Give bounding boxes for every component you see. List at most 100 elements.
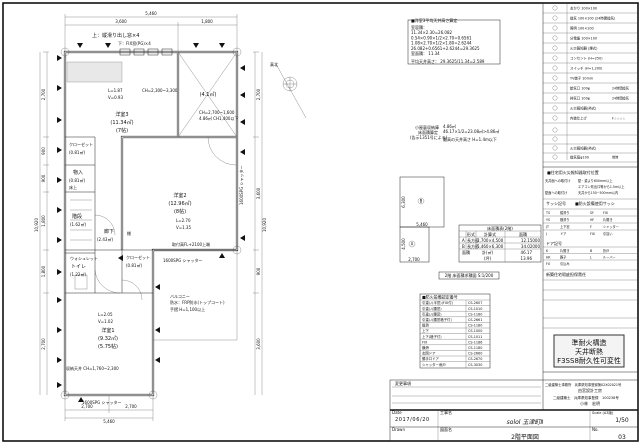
elevation-marker-icon xyxy=(193,43,199,48)
elevation-marker-icon xyxy=(57,147,62,153)
window-symbols xyxy=(60,47,242,400)
column-grid-circle-icon xyxy=(60,47,70,57)
note-loft-west: 収納天井 CH=1,760~2,300 xyxy=(66,365,119,371)
room-storage-top-area: (4.1㎡) xyxy=(200,91,217,98)
project-label: 工事名 xyxy=(440,409,452,415)
warranty-title: 新築住宅瑕疵担保責任 xyxy=(546,271,586,277)
fire-row-code: CS-1011 xyxy=(468,335,482,339)
sash-code: FIX xyxy=(590,232,596,236)
legend-symbol-icon xyxy=(552,154,558,160)
elevation-marker-icon xyxy=(57,177,62,183)
legend-row-label: 火災報知器 (煙式) xyxy=(570,46,598,51)
legend-symbol-icon xyxy=(552,15,558,21)
dim-left-segment: 900 xyxy=(41,174,46,182)
ceiling-note-box xyxy=(407,19,501,65)
door-code: HK xyxy=(546,256,551,260)
legend-symbol-icon xyxy=(552,25,558,31)
elevation-marker-icon xyxy=(78,397,84,402)
door-name: 親子 xyxy=(560,255,567,260)
area-total-sqm-label: 計(㎡) xyxy=(482,249,494,255)
elevation-marker-icon xyxy=(219,253,225,258)
room-closet2-area: (0.81㎡) xyxy=(126,262,142,268)
door-code: L xyxy=(590,256,592,260)
elevation-marker-icon xyxy=(240,149,245,155)
sash-code: F xyxy=(590,225,592,229)
architect-office-name: 由宮設計工房 xyxy=(578,387,602,393)
note-shutter2: 1600SPG シャッター xyxy=(82,399,122,405)
area-table-header-calc: 計算式 xyxy=(484,231,496,237)
elevation-marker-icon xyxy=(240,235,245,241)
fire-row-code: CS-1186 xyxy=(468,340,482,344)
room-western1-name: 洋室1 xyxy=(101,327,114,334)
stamp-line2: 天井断熱 xyxy=(575,347,603,356)
room-storage-top-note: 4.86㎡ CH1,400以下 xyxy=(199,115,238,121)
elevation-marker-icon xyxy=(240,92,245,98)
room-closet1-name: クローゼット xyxy=(69,141,93,147)
area-total-label: 面積 xyxy=(462,249,470,255)
dim-left-segment: 2,700 xyxy=(41,88,46,100)
legend-row-note: 24時間換気 xyxy=(612,86,630,91)
area-row-b-type: 長方形 xyxy=(467,243,479,249)
fire-alarm-rule: エアコン吹出口等から1.5m以上 xyxy=(578,184,625,189)
architect-license: 二級建築士 兵庫県知事登録 100238号 xyxy=(553,395,619,400)
legend-symbol-icon xyxy=(552,5,558,11)
room-stairs-area: (1.62㎡) xyxy=(70,221,86,227)
area-diagram: B A 6,300 5,460 4,500 2,700 xyxy=(399,176,445,263)
column-grid-circle-icon xyxy=(232,47,242,57)
exterior-walls xyxy=(63,50,239,397)
north-compass: 真北 xyxy=(270,61,307,119)
note-sash-height: 取付高FL+2100上端 xyxy=(172,241,210,247)
door-code: B xyxy=(590,249,592,253)
fire-table-rows: 引違い(半窓)(FIX付)CS-2607引違い(腰窓)CS-1010引違い(腰窓… xyxy=(420,299,490,368)
ceiling-note-line: 室面積： 11.34 xyxy=(411,50,440,56)
elevation-marker-icon xyxy=(57,382,62,388)
legend-symbol-icon xyxy=(552,95,558,101)
area-table-header-area: 面積 xyxy=(519,231,527,237)
note-shutter1: 1600SPG シャッター xyxy=(163,257,203,263)
fire-row-name: 引違い(腰窓) xyxy=(422,311,442,316)
title-block xyxy=(389,379,639,442)
elevation-marker-icon xyxy=(240,119,245,125)
sash-code: J xyxy=(545,232,547,236)
legend-symbol-icon xyxy=(552,45,558,51)
dim-top-left: 3,600 xyxy=(115,19,127,24)
door-name: 引込み xyxy=(560,261,570,266)
column-grid-circle-icon xyxy=(148,390,158,400)
fire-row-code: CS-2670 xyxy=(468,357,482,361)
dim-bottom-right: 2,700 xyxy=(125,404,137,409)
room-hall-name: 廊下 xyxy=(104,228,114,235)
elevation-marker-icon xyxy=(118,255,123,261)
changes-label: 変更事項 xyxy=(395,380,411,386)
sash-code: SF xyxy=(590,211,594,215)
area-table-header-type: 形式 xyxy=(467,231,475,237)
fire-alarm-title: ■住宅用火災報知器取付位置 xyxy=(547,169,599,175)
room-hall-area: (2.43㎡) xyxy=(97,236,113,242)
elevation-marker-icon xyxy=(57,207,62,213)
fire-row-code: CS-1180 xyxy=(468,312,482,316)
elevation-marker-icon xyxy=(219,43,225,48)
interior-walls xyxy=(65,51,238,341)
sash-name: FIX xyxy=(603,211,609,215)
area-row-a-area: 12.15000 xyxy=(521,238,541,243)
area-a-height: 4,500 xyxy=(401,238,406,250)
sash-code: JT xyxy=(545,225,549,229)
fire-row-name: シャッター雨戸 xyxy=(422,362,446,367)
room-western3-V: V=0.93 xyxy=(108,95,123,100)
door-name: ルーバー xyxy=(603,256,616,260)
area-b-label: B xyxy=(420,199,423,204)
scale-value: 1/50 xyxy=(615,417,629,424)
sash-name: 上下窓 xyxy=(560,224,570,229)
room-western3-name: 洋室3 xyxy=(115,111,128,118)
stamp-line3: F3SS8耐久性可変性 xyxy=(557,356,621,365)
fire-row-name: 上下(格子付) xyxy=(422,334,442,339)
architect-name: 小林 宏明 xyxy=(580,400,600,406)
fire-row-name: 上下 xyxy=(422,328,429,333)
fire-alarm-rule: 壁・梁より600mm以上 xyxy=(578,178,613,183)
legend-row-label: スイッチ (H=1,200) xyxy=(570,66,603,71)
elevation-marker-icon xyxy=(57,297,62,303)
fire-row-code: CS-2607 xyxy=(468,301,482,305)
legend-row-label: 火災報知器(熱式) xyxy=(570,146,597,151)
legend-symbol-icon xyxy=(552,115,558,121)
